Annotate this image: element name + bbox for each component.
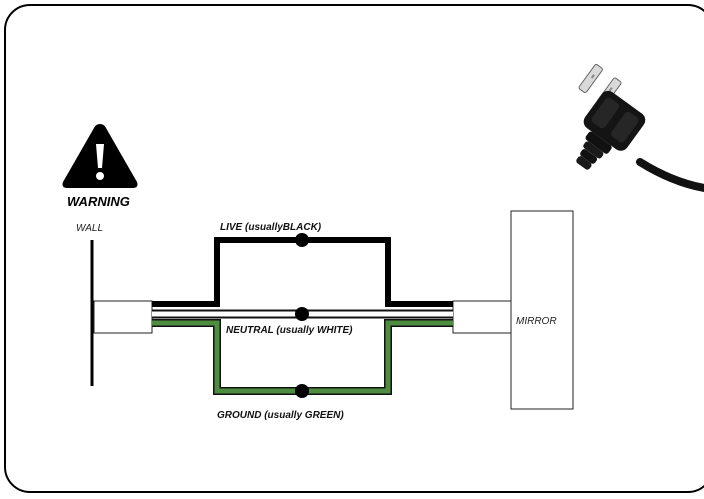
neutral-label: NEUTRAL (usually WHITE)	[226, 325, 353, 336]
neutral-connector	[295, 307, 309, 321]
live-connector	[295, 233, 309, 247]
ground-label: GROUND (usually GREEN)	[217, 410, 344, 421]
live-label: LIVE (usuallyBLACK)	[220, 222, 322, 233]
wall-junction-box	[93, 300, 153, 334]
live-wire	[152, 237, 453, 307]
warning-label: WARNING	[67, 194, 130, 209]
warning-icon	[62, 124, 138, 188]
mirror-box	[510, 210, 574, 410]
power-plug-icon	[576, 64, 704, 192]
wall-label: WALL	[76, 223, 103, 234]
mirror-label: MIRROR	[516, 316, 557, 327]
ground-connector	[295, 384, 309, 398]
mirror-junction-box	[452, 300, 512, 334]
